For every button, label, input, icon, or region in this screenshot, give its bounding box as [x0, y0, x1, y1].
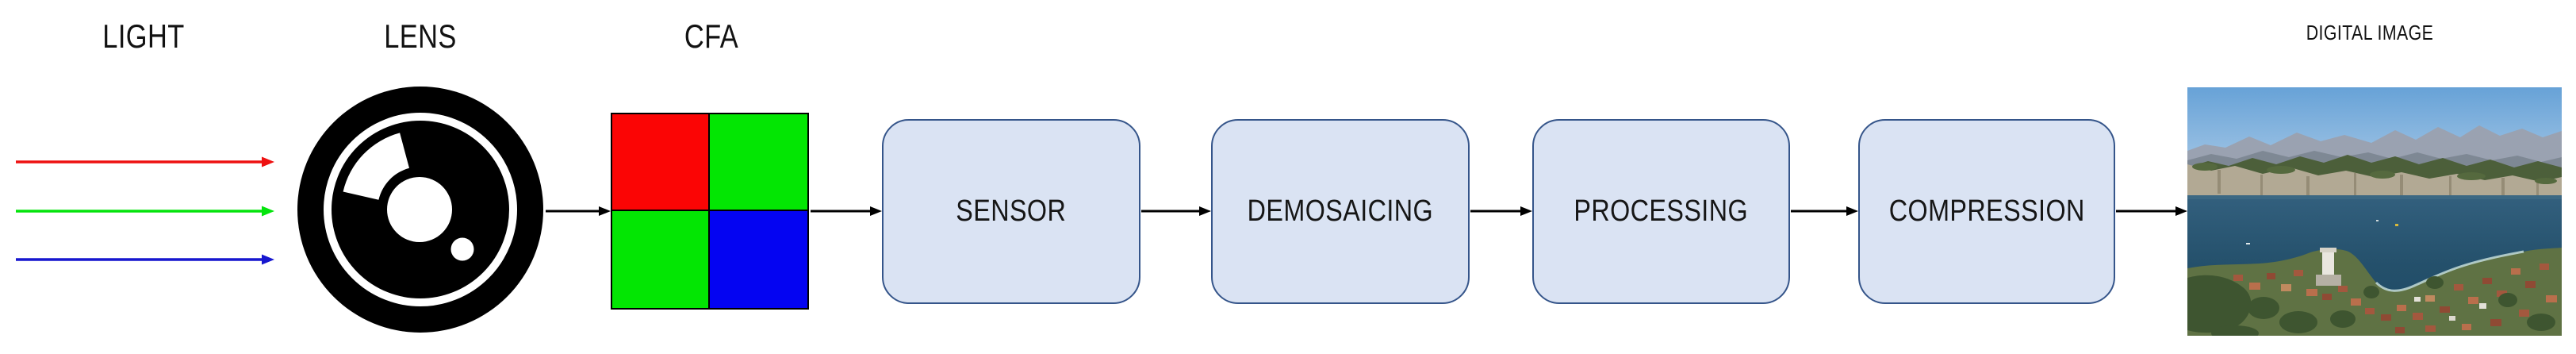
- blue-light-ray-arrow: [16, 254, 274, 265]
- cfa-cell-red: [612, 114, 710, 211]
- cfa-cell-green-top: [710, 114, 807, 211]
- processing-to-compression-arrow: [1791, 206, 1858, 216]
- camera-lens-icon: [297, 87, 543, 333]
- photo-beach-line: [2375, 250, 2524, 292]
- processing-box-label: PROCESSING: [1574, 194, 1749, 228]
- lens-center-highlight: [387, 177, 452, 242]
- green-light-ray-arrow: [16, 206, 274, 217]
- photo-waterline: [2187, 195, 2562, 199]
- sensor-box-label: SENSOR: [956, 194, 1067, 228]
- light-label: LIGHT: [102, 17, 185, 55]
- processing-box: PROCESSING: [1532, 119, 1790, 304]
- lens-label: LENS: [384, 17, 457, 55]
- photo-boats: [2246, 220, 2398, 244]
- compression-to-image-arrow: [2116, 206, 2187, 216]
- cfa-bayer-grid: [611, 113, 809, 310]
- digital-image-photo: [2187, 87, 2562, 336]
- cfa-label: CFA: [684, 17, 739, 55]
- digital-image-label: DIGITAL IMAGE: [2306, 21, 2434, 44]
- cfa-cell-blue: [710, 211, 807, 308]
- photo-castle-tower: [2316, 248, 2341, 286]
- compression-box-label: COMPRESSION: [1888, 194, 2085, 228]
- demosaicing-box-label: DEMOSAICING: [1247, 194, 1434, 228]
- red-light-ray-arrow: [16, 156, 274, 167]
- photo-cliff-shadows: [2218, 170, 2539, 195]
- photo-cliff-vegetation: [2192, 163, 2557, 184]
- photo-trees: [2187, 275, 2555, 336]
- cfa-to-sensor-arrow: [811, 206, 882, 216]
- demosaicing-to-processing-arrow: [1470, 206, 1532, 216]
- lens-small-highlight: [450, 237, 474, 261]
- demosaicing-box: DEMOSAICING: [1211, 119, 1470, 304]
- lens-to-cfa-arrow: [546, 206, 611, 216]
- lens-glare-wedge: [343, 133, 409, 200]
- sensor-to-demosaicing-arrow: [1141, 206, 1211, 216]
- photo-town-roofs: [2233, 264, 2557, 333]
- cfa-cell-green-bottom: [612, 211, 710, 308]
- compression-box: COMPRESSION: [1858, 119, 2115, 304]
- sensor-box: SENSOR: [882, 119, 1140, 304]
